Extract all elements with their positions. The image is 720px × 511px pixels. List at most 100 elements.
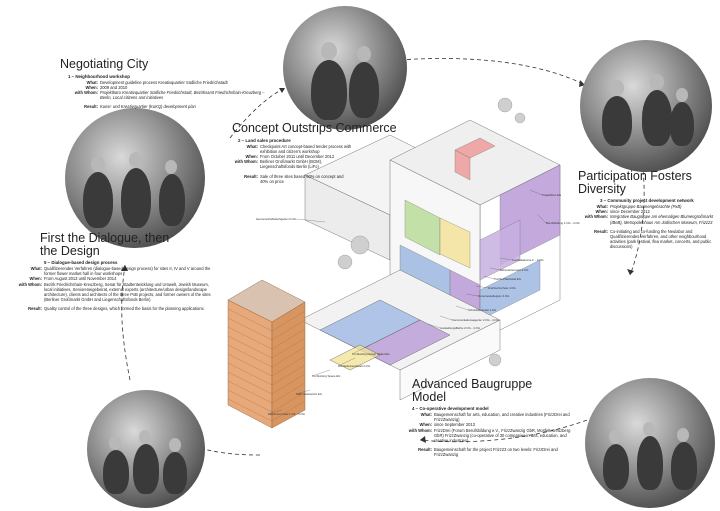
hotel-floor-line <box>227 317 273 341</box>
result-value: Baugemeinschaft for the project Frizz23 … <box>434 447 558 458</box>
what-value: Projektgruppe Baumengebrachte (PxB) <box>610 204 682 209</box>
building-label: Kommunikationsagentur 2.OG - 4.OG <box>452 318 499 322</box>
with-value: FrizzDrei (Forum Berufsbildung e.V., Fri… <box>434 427 571 444</box>
hotel-floor-line <box>271 346 306 368</box>
leader-line <box>351 344 371 355</box>
leader-line <box>295 389 311 395</box>
result-key: Result: <box>84 104 98 110</box>
what-value: Checkpoint Art concept-based tender proc… <box>260 143 352 154</box>
leader-line <box>489 267 501 271</box>
hotel-floor-line <box>227 362 273 386</box>
podium-purple <box>359 319 451 366</box>
leader-line <box>311 369 331 377</box>
hotel-floor-line <box>271 328 306 350</box>
with-key: with Whom: <box>234 159 258 165</box>
building-label: Behindertenwerk 2.OG <box>500 268 529 272</box>
section-title: Concept Outstrips Commerce <box>232 121 397 135</box>
zone-yellow-left <box>439 217 471 269</box>
hotel-floor-line <box>227 335 273 359</box>
result-key: Result: <box>418 447 432 453</box>
leader-line <box>439 315 453 321</box>
tree <box>497 97 513 113</box>
hotel-floor-line <box>271 382 306 404</box>
when-value: since September 2013 <box>434 422 475 428</box>
section-dialogue-design: First the Dialogue, then the Design 5 – … <box>6 232 216 312</box>
leader-line <box>499 257 513 261</box>
hotel-floor-line <box>271 355 306 377</box>
when-value: 2009 and 2010 <box>100 84 128 90</box>
result-value: Kunst- und Kreativquartier (KuKQ) develo… <box>100 104 196 110</box>
what-value: Baugemeinschaft for arts, education, and… <box>434 412 570 423</box>
leader-line <box>455 305 469 311</box>
section-subtitle: 5 – Dialogue-based design process <box>44 260 118 265</box>
result-value: Quality control of the three designs, wh… <box>44 306 205 312</box>
section-concept-commerce: Concept Outstrips Commerce 2 – Land sale… <box>232 122 447 184</box>
hotel-floor-line <box>271 373 306 395</box>
photo-concept-workshop <box>283 6 407 130</box>
building-label: Apartment Hotel 1.OG - 5.OG <box>268 412 305 416</box>
section-title: First the Dialogue, then the Design <box>40 231 170 258</box>
when-value: From October 2011 until December 2012 <box>260 153 335 159</box>
when-key: When: <box>245 153 258 159</box>
hotel-floor-line <box>271 319 306 341</box>
building-label: Kunstakademie 2. - 4.OG <box>512 258 544 262</box>
hotel-floor-line <box>227 380 273 404</box>
hotel-floor-line <box>227 371 273 395</box>
when-key: When: <box>419 422 432 428</box>
photo-baugruppe-assembly <box>585 378 715 508</box>
leader-line <box>483 275 495 280</box>
what-key: What: <box>420 412 432 417</box>
hotel-floor-line <box>227 398 273 422</box>
section-subtitle: 3 – Community project development networ… <box>600 198 694 203</box>
building-label: Ausstellungsfläche 2.OG - 4.OG <box>440 326 480 330</box>
zone-pink-face <box>454 149 471 181</box>
result-key: Result: <box>28 306 42 312</box>
leader-line <box>295 218 326 223</box>
when-value: since December 2012 <box>610 209 650 215</box>
section-title: Participation Fosters Diversity <box>578 169 692 196</box>
when-key: When: <box>595 209 608 215</box>
what-key: What: <box>246 143 258 149</box>
what-key: What: <box>30 266 42 271</box>
when-key: When: <box>85 84 98 90</box>
photo-participation-meeting <box>580 40 712 172</box>
building-label: Co-Working Design Maker EG <box>352 352 390 356</box>
with-value: Bezirk Friedrichshain-Kreuzberg, Senat f… <box>44 281 211 303</box>
with-value: Berliner Großmarkt GmbH (BGM), Liegensch… <box>260 159 323 170</box>
hotel-right-face <box>271 301 306 429</box>
hotel-floor-line <box>227 308 273 332</box>
section-subtitle: 1 – Neighbourhood workshop <box>68 73 130 79</box>
tree <box>488 353 502 367</box>
with-key: with Whom: <box>408 427 432 433</box>
with-key: with Whom: <box>74 89 98 95</box>
with-key: with Whom: <box>18 281 42 287</box>
what-key: What: <box>596 204 608 209</box>
with-value: Projektbüro Kreativquartier Südliche Fri… <box>100 89 265 101</box>
hotel-floor-line <box>227 344 273 368</box>
photo-dialogue-workshop <box>65 108 205 248</box>
hotel-floor-line <box>271 337 306 359</box>
building-label: Co-Working Space EG <box>312 374 341 378</box>
leader-line <box>529 189 543 196</box>
photo-neighbourhood-workshop <box>87 390 205 508</box>
building-label: Schreibwerkstatt 1.OG <box>468 308 497 312</box>
leader-line <box>427 323 441 329</box>
section-participation-diversity: Participation Fosters Diversity 3 – Comm… <box>578 170 716 250</box>
building-label: Architekturwerkstatt 2.OG <box>338 364 371 368</box>
hotel-floor-line <box>227 353 273 377</box>
section-subtitle: 4 – Co-operative development model <box>412 406 489 411</box>
building-label: Projektbüro EG <box>542 193 562 197</box>
section-subtitle: 2 – Land sales procedure <box>238 137 291 143</box>
hotel-floor-line <box>271 400 306 422</box>
when-value: From August 2013 until November 2014 <box>44 276 117 282</box>
result-value: Sale of three sites based 60% on concept… <box>260 173 344 184</box>
hotel-floor-line <box>271 364 306 386</box>
building-label: Berufsbildung 1.OG - 4.OG <box>546 221 580 225</box>
result-key: Result: <box>594 228 608 234</box>
hotel-floor-line <box>271 310 306 332</box>
tree <box>514 112 526 124</box>
leader-line <box>475 285 489 289</box>
with-key: with Whom: <box>584 214 608 220</box>
